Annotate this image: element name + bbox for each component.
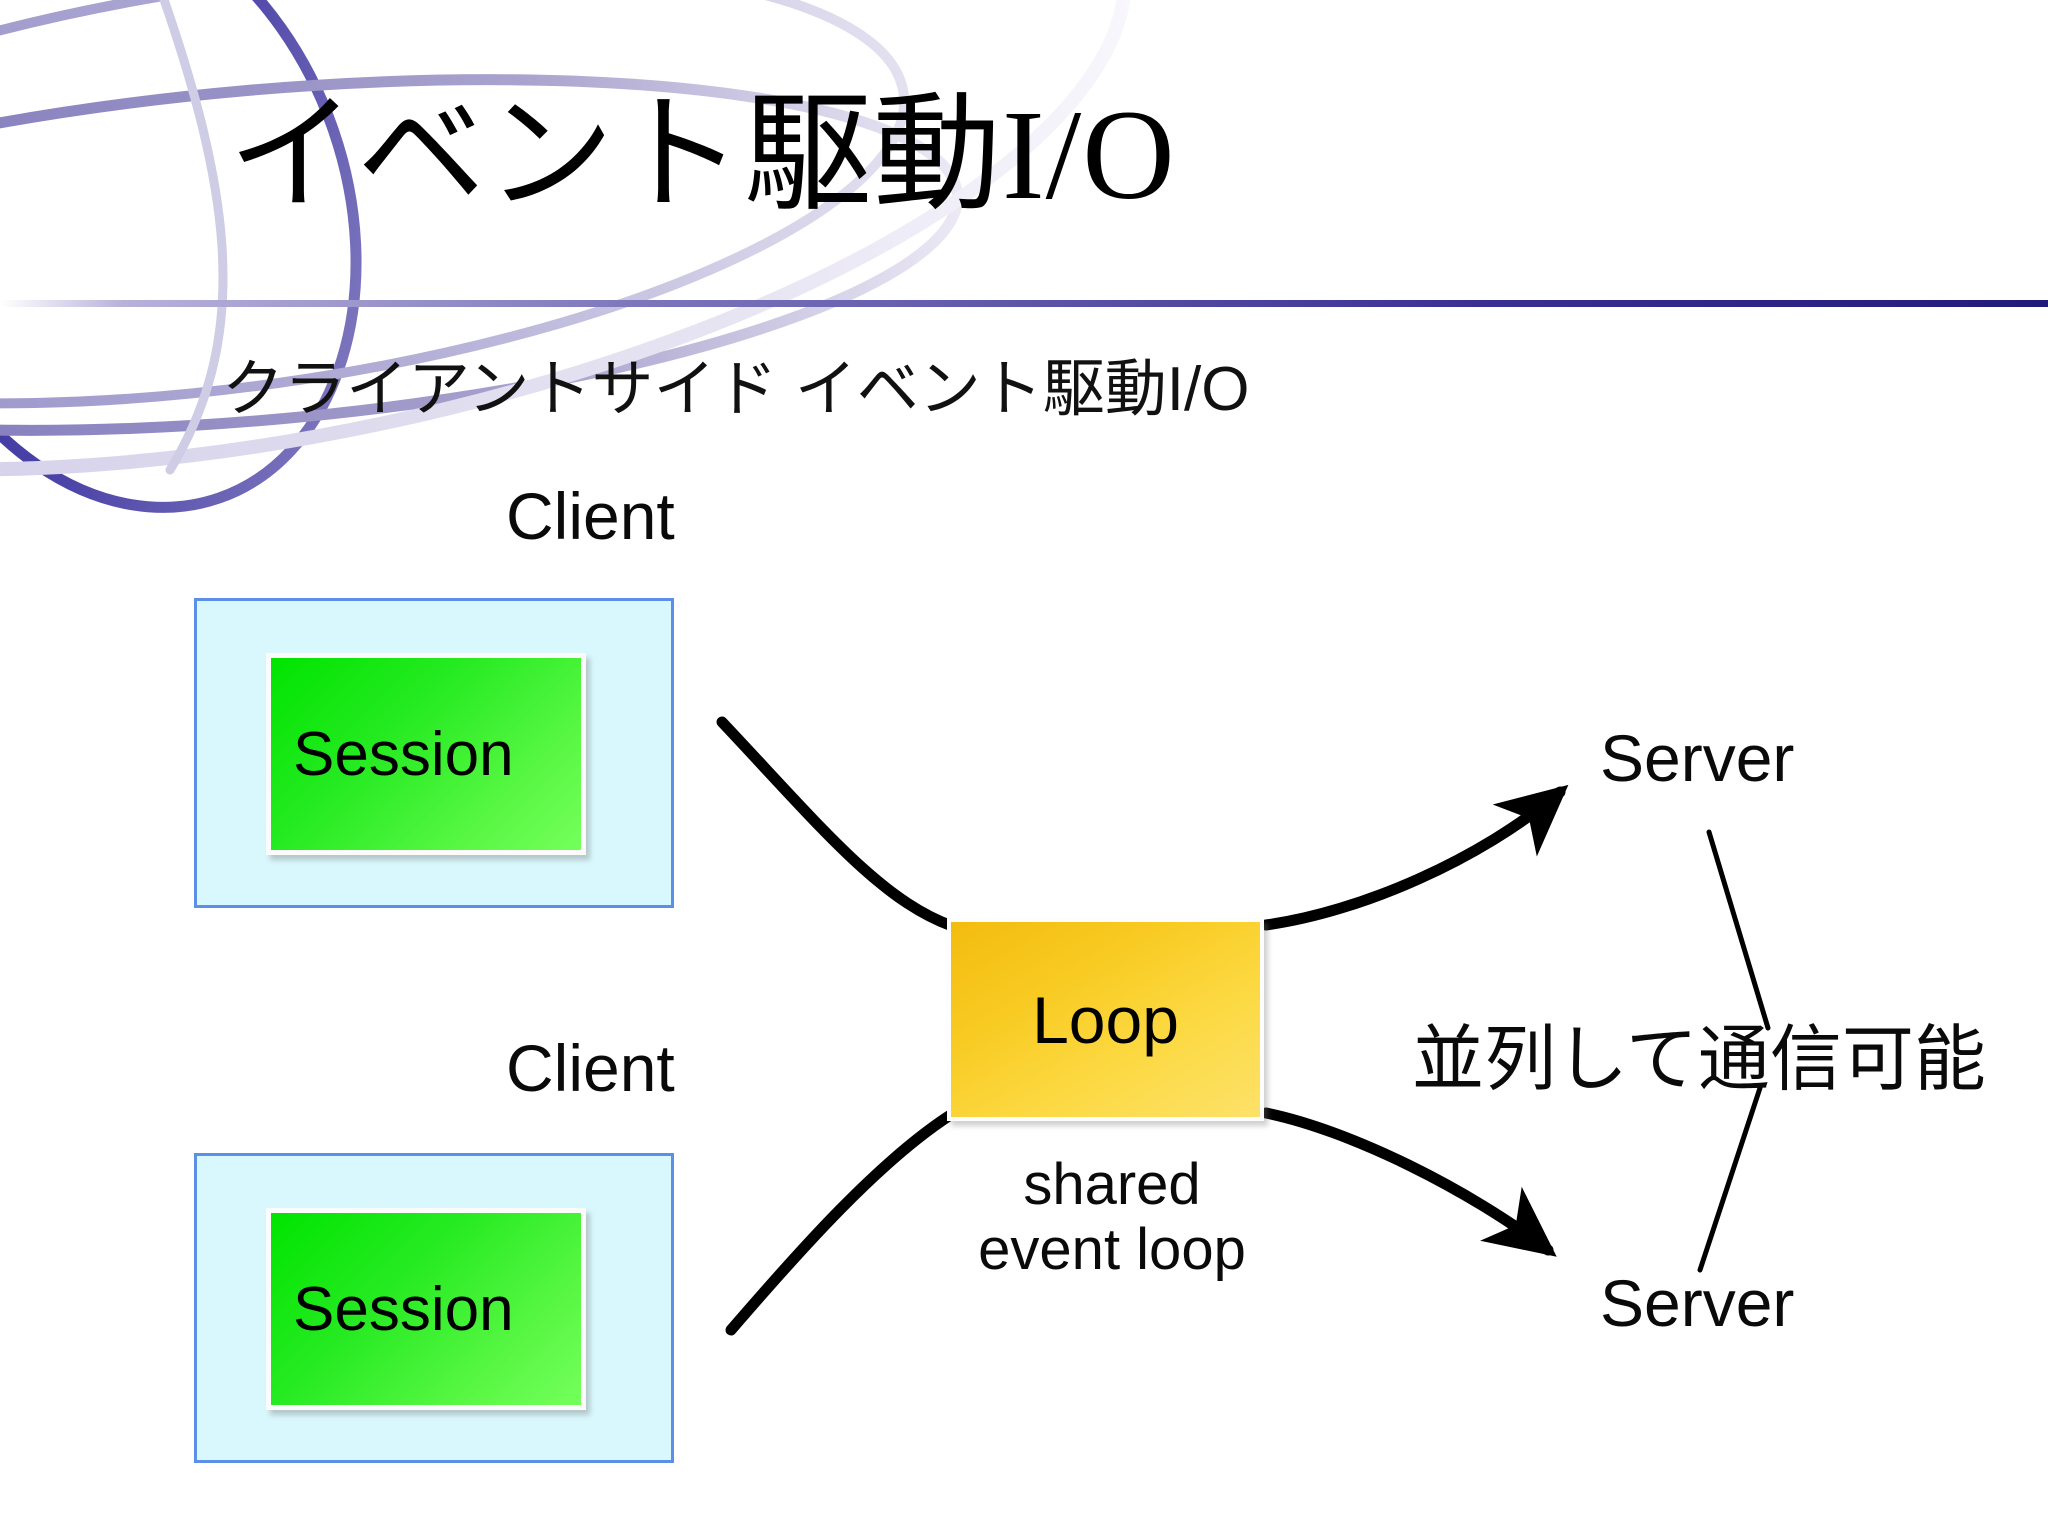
leader-line-server-top-to-note <box>1706 829 1771 1031</box>
loop-box[interactable]: Loop <box>947 918 1264 1121</box>
client-caption-1: Client <box>506 479 675 553</box>
client-caption-2: Client <box>506 1031 675 1105</box>
leader-line-note-to-server-bottom <box>1697 1085 1763 1273</box>
page-title: イベント駆動I/O <box>228 84 1176 226</box>
server-label-2: Server <box>1600 1266 1795 1340</box>
session-label-2: Session <box>293 1274 514 1344</box>
connector-client2-to-loop <box>725 1108 958 1336</box>
server-label-1: Server <box>1600 721 1795 795</box>
title-divider <box>0 300 2048 307</box>
loop-caption: shared event loop <box>947 1152 1277 1283</box>
arrow-loop-to-server-bottom <box>1260 1107 1557 1257</box>
session-label-1: Session <box>293 719 514 789</box>
session-box-2[interactable]: Session <box>266 1208 586 1410</box>
arrow-loop-to-server-top <box>1260 784 1569 931</box>
loop-caption-line1: shared <box>1023 1152 1201 1217</box>
parallel-communication-note: 並列して通信可能 <box>1412 1020 1986 1100</box>
loop-caption-line2: event loop <box>978 1216 1246 1282</box>
page-subtitle: クライアントサイド イベント駆動I/O <box>222 355 1250 424</box>
connector-client1-to-loop <box>716 716 958 932</box>
loop-label: Loop <box>1032 982 1179 1057</box>
session-box-1[interactable]: Session <box>266 653 586 855</box>
